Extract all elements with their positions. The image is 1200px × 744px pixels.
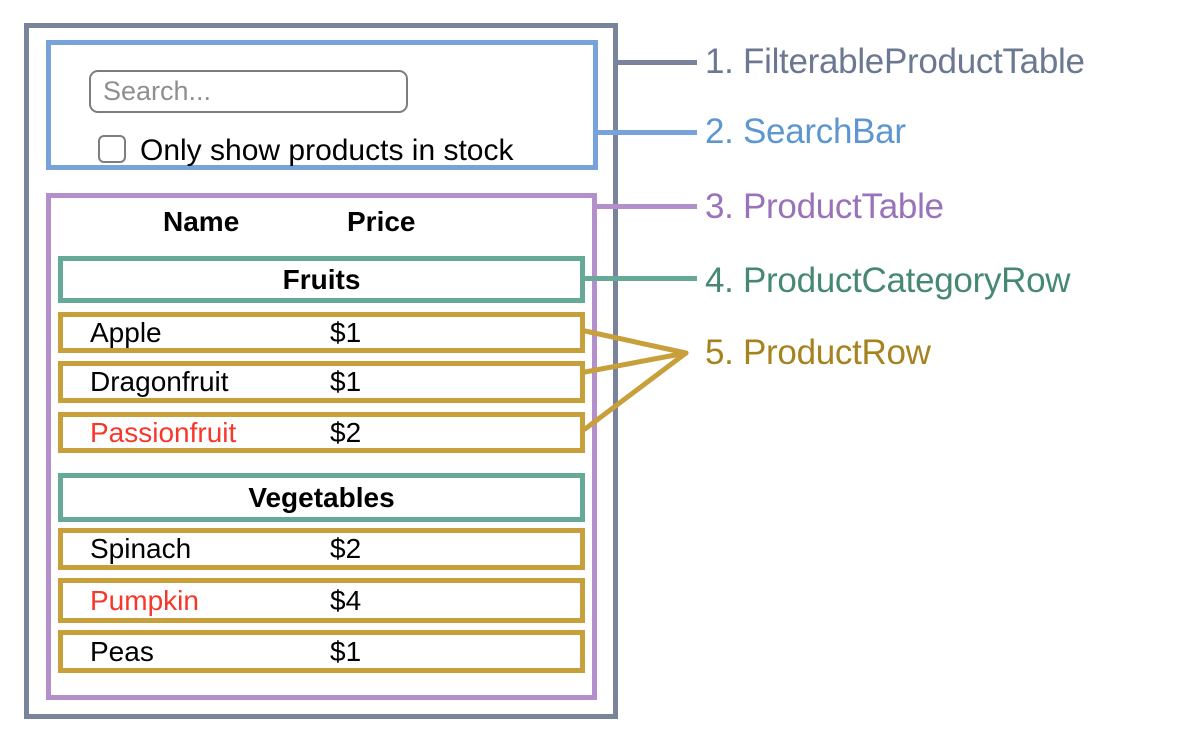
category-row-fruits: Fruits bbox=[58, 256, 585, 303]
product-row-pumpkin: Pumpkin $4 bbox=[58, 578, 585, 623]
product-row-passionfruit: Passionfruit $2 bbox=[58, 412, 585, 453]
column-header-price: Price bbox=[347, 206, 416, 237]
legend-line-product-table bbox=[592, 204, 697, 209]
search-input[interactable] bbox=[89, 70, 408, 113]
product-price: $2 bbox=[330, 533, 362, 564]
product-price: $1 bbox=[330, 316, 362, 348]
category-label: Vegetables bbox=[248, 481, 395, 513]
legend-label-search-bar: 2. SearchBar bbox=[705, 112, 906, 151]
product-name-out-of-stock: Pumpkin bbox=[90, 584, 199, 616]
legend-label-product-table: 3. ProductTable bbox=[705, 187, 944, 226]
product-price: $2 bbox=[330, 416, 362, 448]
legend-label-filterable-product-table: 1. FilterableProductTable bbox=[705, 42, 1085, 81]
in-stock-checkbox-label: Only show products in stock bbox=[140, 134, 514, 167]
product-price: $1 bbox=[330, 635, 362, 667]
legend-line-filterable-product-table bbox=[613, 60, 697, 65]
legend-line-search-bar bbox=[593, 130, 697, 135]
product-name: Spinach bbox=[90, 533, 192, 564]
product-table-box: Name Price Fruits Apple $1 Dragonfruit $… bbox=[46, 193, 597, 700]
product-row-dragonfruit: Dragonfruit $1 bbox=[58, 361, 585, 403]
product-name: Peas bbox=[90, 635, 154, 667]
in-stock-checkbox[interactable] bbox=[98, 135, 126, 163]
legend-line-product-category-row bbox=[585, 276, 697, 281]
category-row-vegetables: Vegetables bbox=[58, 473, 585, 522]
product-price: $1 bbox=[330, 366, 362, 397]
product-row-peas: Peas $1 bbox=[58, 630, 585, 673]
legend-label-product-category-row: 4. ProductCategoryRow bbox=[705, 261, 1071, 300]
product-price: $4 bbox=[330, 584, 362, 616]
column-header-name: Name bbox=[163, 206, 240, 237]
product-name: Dragonfruit bbox=[90, 366, 229, 397]
legend-label-product-row: 5. ProductRow bbox=[705, 333, 931, 372]
product-name-out-of-stock: Passionfruit bbox=[90, 416, 237, 448]
product-row-apple: Apple $1 bbox=[58, 312, 585, 353]
product-name: Apple bbox=[90, 316, 162, 348]
category-label: Fruits bbox=[282, 263, 361, 295]
product-row-spinach: Spinach $2 bbox=[58, 528, 585, 570]
